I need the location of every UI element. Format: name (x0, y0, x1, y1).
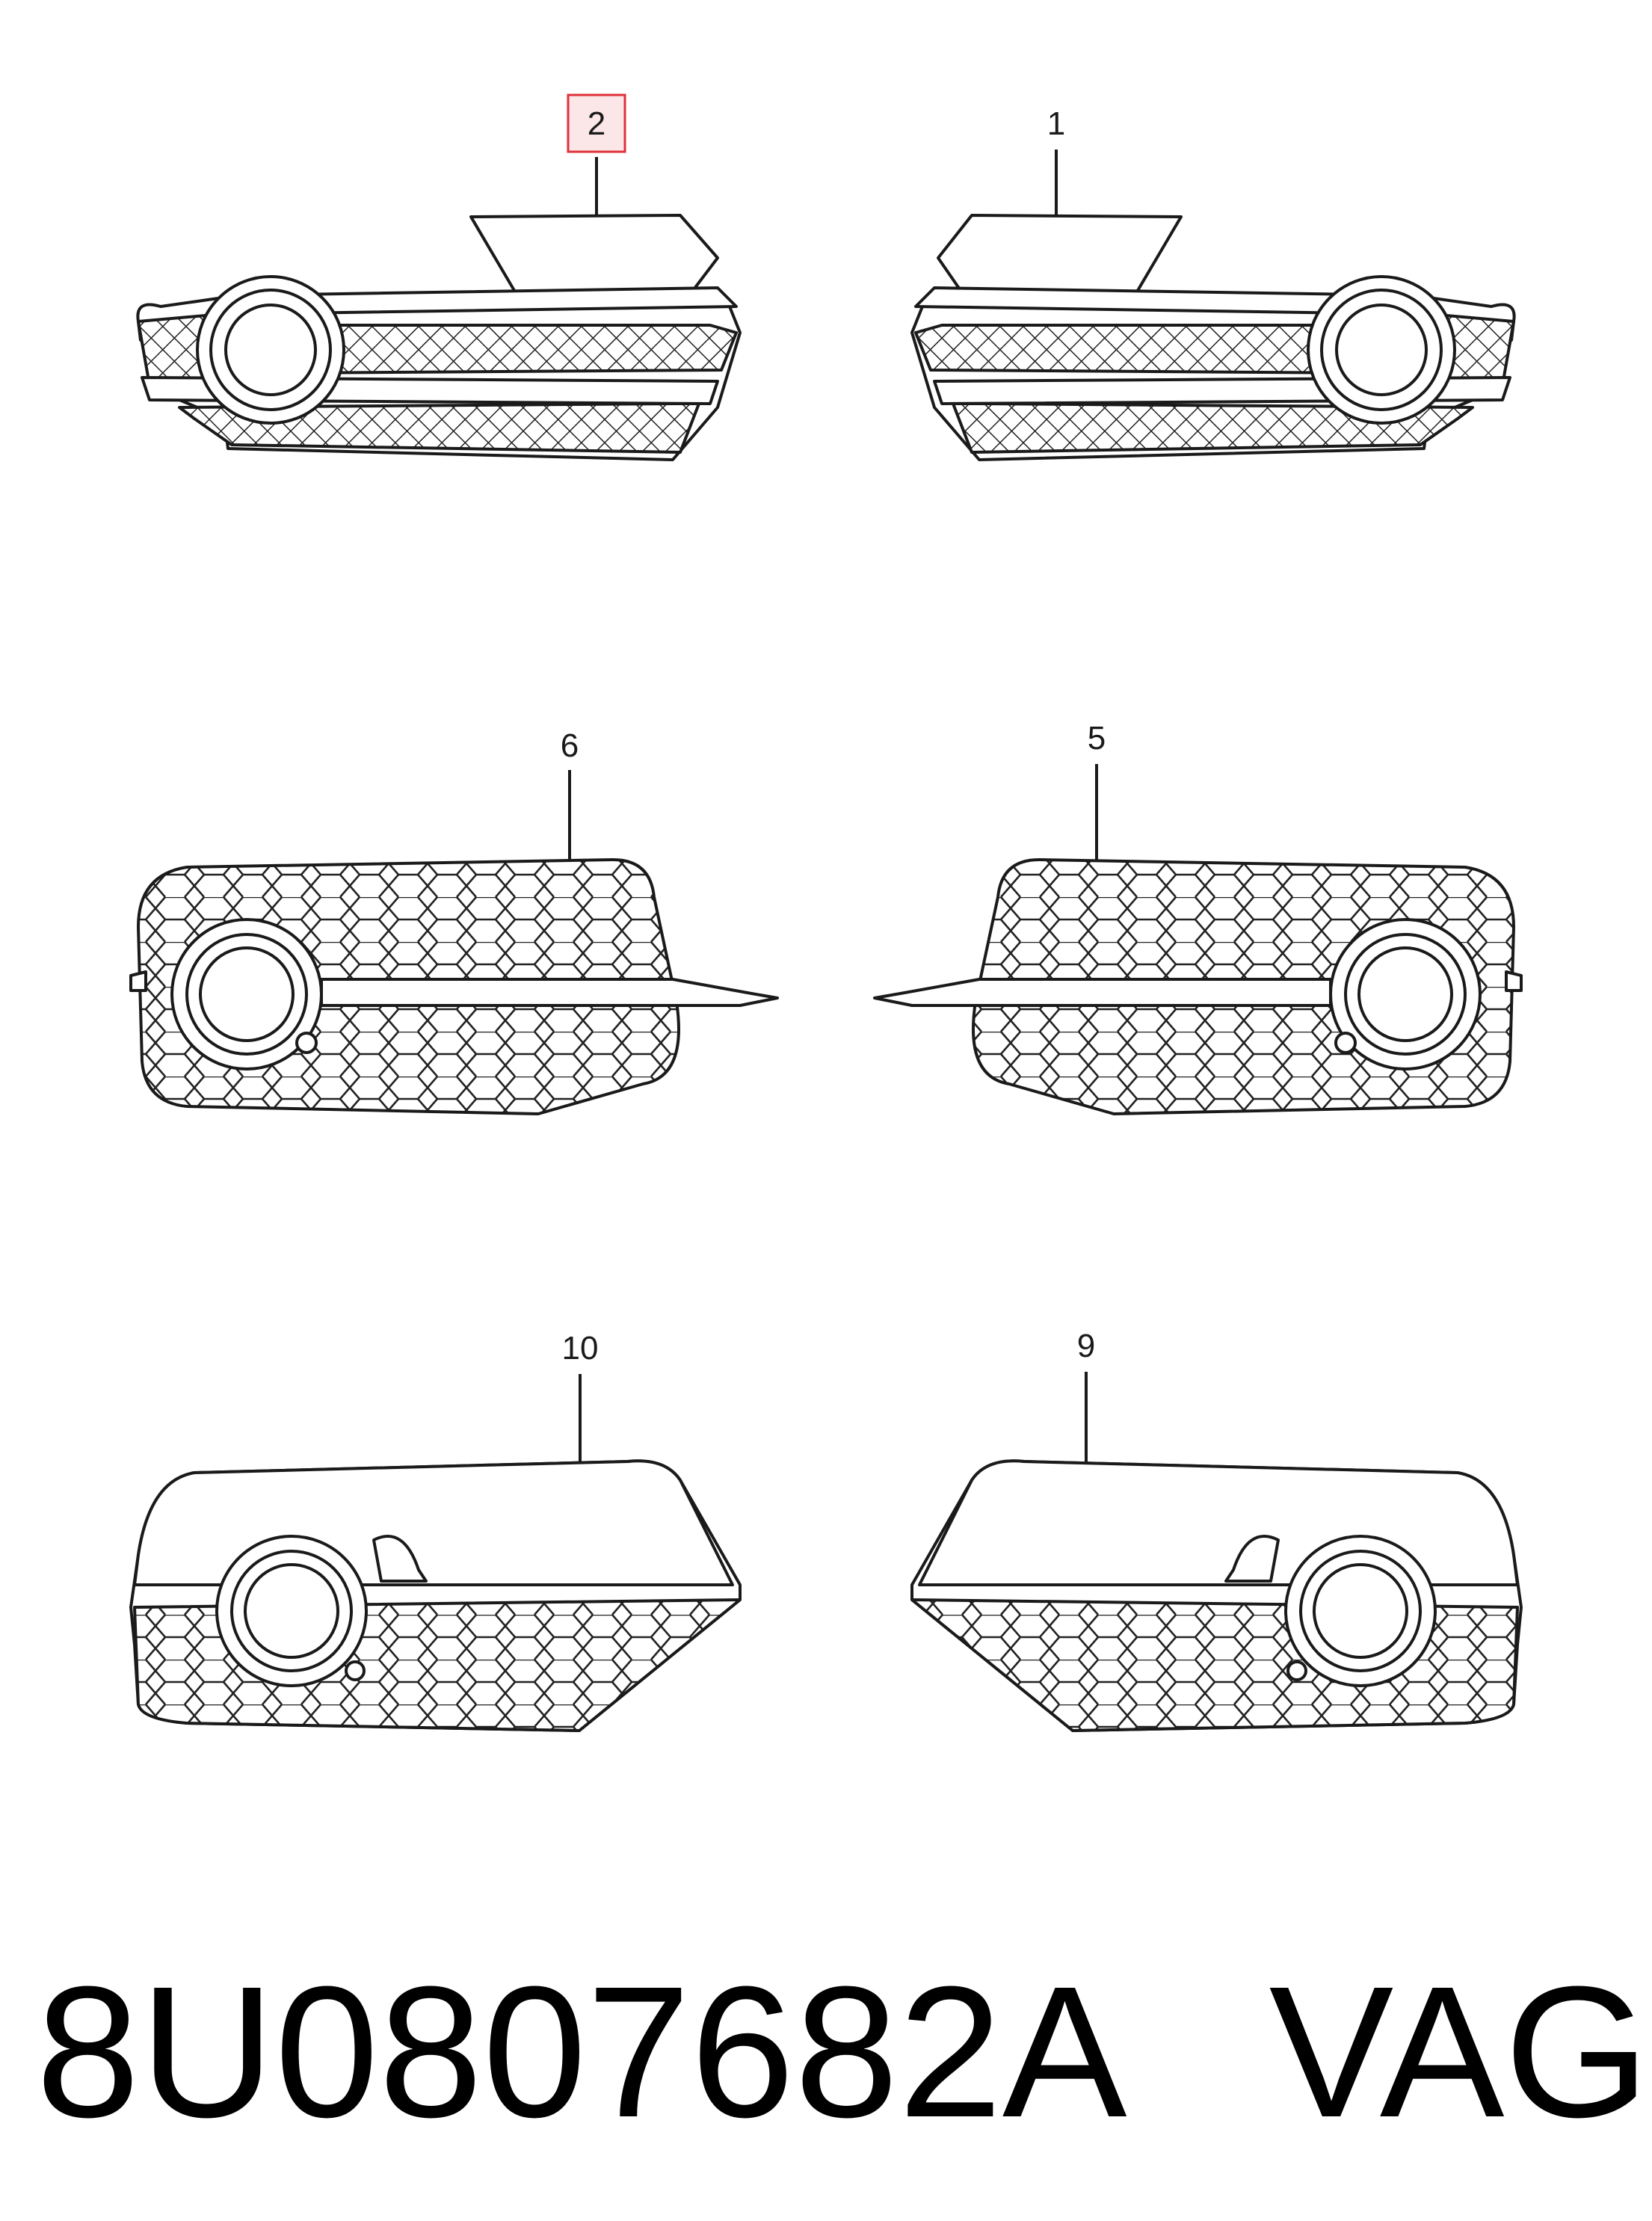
footer-caption: 8U0807682A VAG (36, 1925, 1650, 2179)
part-10-grille-left (129, 1459, 742, 1732)
callout-10-label[interactable]: 10 (562, 1330, 599, 1367)
callout-9-group[interactable]: 9 (1077, 1328, 1095, 1463)
callout-6-group[interactable]: 6 (561, 727, 579, 861)
part-5-grille-right (873, 858, 1523, 1115)
callout-5-label[interactable]: 5 (1088, 720, 1106, 757)
part-number: 8U0807682A (36, 1947, 1127, 2156)
callout-1-label[interactable]: 1 (1047, 105, 1065, 142)
callout-5-group[interactable]: 5 (1088, 720, 1106, 861)
callout-10-group[interactable]: 10 (562, 1330, 599, 1463)
callout-2-label[interactable]: 2 (588, 105, 605, 142)
part-6-grille-left (129, 858, 779, 1115)
callout-1-group[interactable]: 1 (1047, 105, 1065, 217)
callout-9-label[interactable]: 9 (1077, 1328, 1095, 1364)
callout-2-group[interactable]: 2 (567, 93, 626, 217)
callout-2-highlight-box (567, 93, 626, 153)
vendor-name: VAG (1269, 1947, 1651, 2156)
part-2-grille-left (136, 214, 742, 461)
part-9-grille-right (910, 1459, 1523, 1732)
part-1-grille-right (910, 214, 1516, 461)
callout-6-label[interactable]: 6 (561, 727, 579, 764)
